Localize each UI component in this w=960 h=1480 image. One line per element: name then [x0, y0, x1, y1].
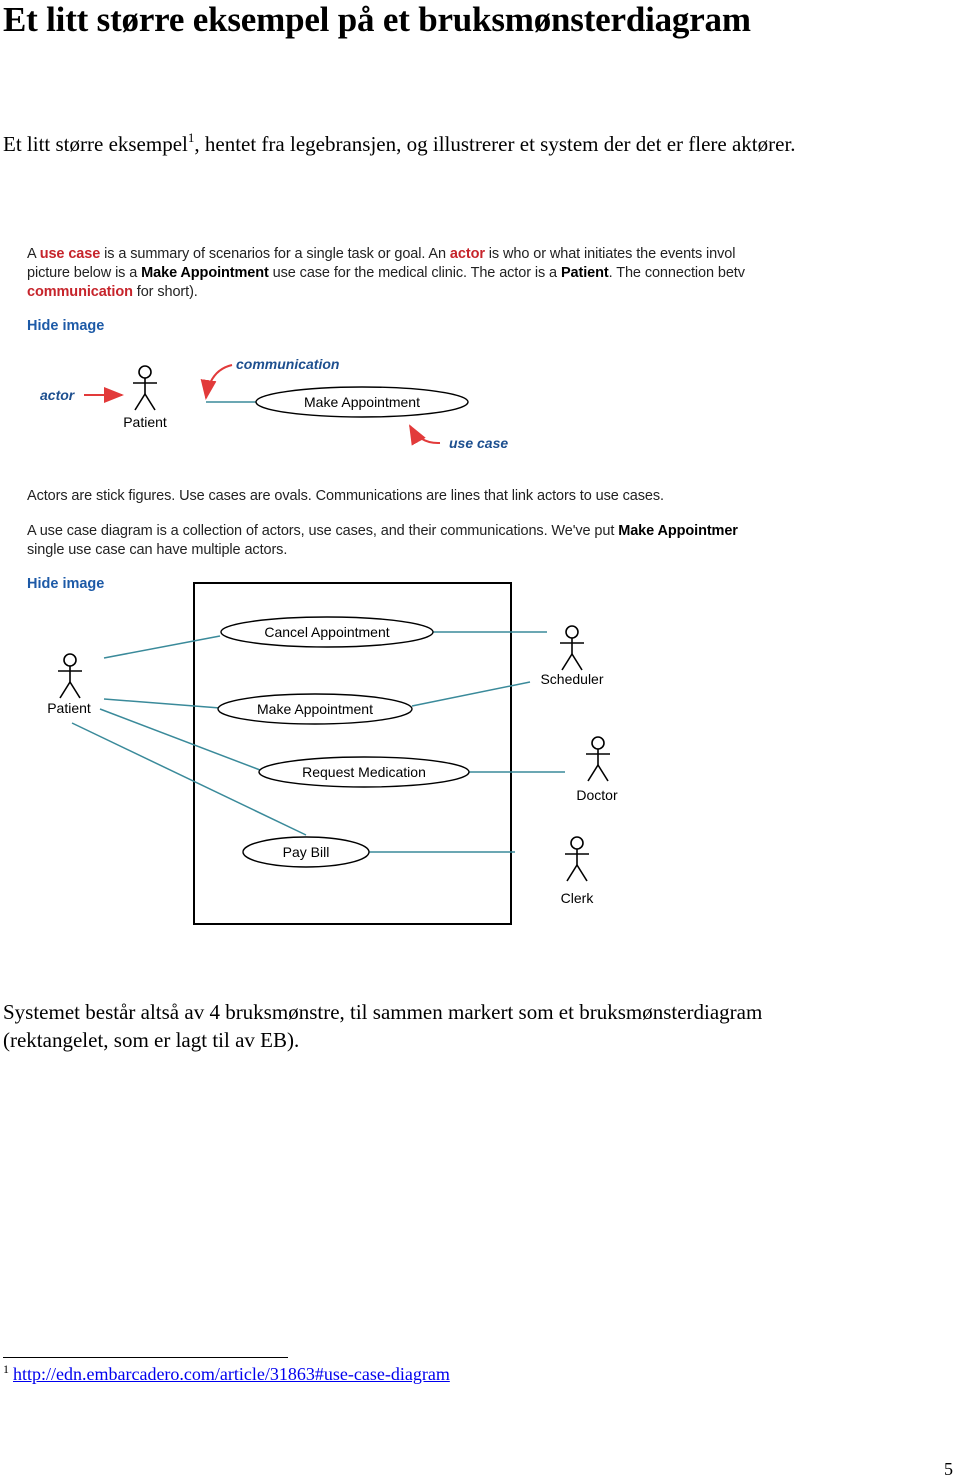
- embedded-web-screenshot: A use case is a summary of scenarios for…: [0, 232, 810, 937]
- request-medication-label: Request Medication: [302, 764, 426, 780]
- make-appointment-oval-2: [217, 693, 413, 725]
- patient-actor-label-2: Patient: [47, 700, 91, 716]
- footnote-ref[interactable]: 1: [187, 130, 195, 145]
- patient-actor-figure-2: [58, 653, 82, 699]
- simple-use-case-figure: actor Patient communication Make Appoint…: [40, 356, 508, 451]
- make-appointment-oval-label: Make Appointment: [304, 394, 420, 410]
- shot-paragraph-2: Actors are stick figures. Use cases are …: [27, 488, 664, 504]
- communication-callout-arrow: [200, 364, 233, 400]
- patient-actor-label: Patient: [123, 414, 167, 430]
- scheduler-actor-label: Scheduler: [540, 671, 603, 687]
- doctor-actor-label: Doctor: [576, 787, 618, 803]
- shot-paragraph-3-line-2: single use case can have multiple actors…: [27, 542, 288, 558]
- pay-bill-oval: [242, 836, 370, 868]
- system-boundary-rectangle: [193, 582, 512, 925]
- make-appointment-oval: [255, 386, 469, 418]
- cancel-appointment-oval: [220, 616, 434, 648]
- use-case-callout-arrow: [409, 424, 441, 446]
- clerk-actor-figure: [565, 836, 589, 882]
- patient-actor-figure: [133, 365, 157, 411]
- use-case-callout-label: use case: [449, 435, 508, 451]
- shot-paragraph-1-line-1: A use case is a summary of scenarios for…: [27, 246, 736, 262]
- doctor-actor-figure: [586, 736, 610, 782]
- request-medication-oval: [258, 756, 470, 788]
- footnote-separator: [3, 1357, 288, 1358]
- hide-image-link[interactable]: Hide image: [27, 318, 105, 334]
- summary-paragraph-line-1: Systemet består altså av 4 bruksmønstre,…: [3, 1000, 763, 1024]
- communication-lines: [71, 631, 565, 853]
- shot-paragraph-3-line-1: A use case diagram is a collection of ac…: [27, 523, 738, 539]
- scheduler-actor-figure: [560, 625, 584, 671]
- shot-paragraph-1-line-3: communication for short).: [27, 284, 198, 300]
- pay-bill-label: Pay Bill: [283, 844, 330, 860]
- footnote: 1 http://edn.embarcadero.com/article/3186…: [3, 1362, 450, 1385]
- intro-paragraph: Et litt større eksempel1, hentet fra leg…: [3, 130, 796, 156]
- page-title: Et litt større eksempel på et bruksmønst…: [3, 0, 751, 39]
- page-number: 5: [944, 1459, 953, 1479]
- cancel-appointment-label: Cancel Appointment: [264, 624, 389, 640]
- summary-paragraph-line-2: (rektangelet, som er lagt til av EB).: [3, 1028, 300, 1052]
- make-appointment-label-2: Make Appointment: [257, 701, 373, 717]
- hide-image-link-2[interactable]: Hide image: [27, 576, 105, 592]
- footnote-link[interactable]: http://edn.embarcadero.com/article/31863…: [13, 1364, 450, 1384]
- shot-paragraph-1-line-2: picture below is a Make Appointment use …: [27, 265, 745, 281]
- clerk-actor-label: Clerk: [561, 890, 595, 906]
- use-case-diagram: Cancel Appointment Make Appointment Requ…: [47, 582, 618, 925]
- actor-callout-label: actor: [40, 387, 76, 403]
- communication-callout-label: communication: [236, 356, 339, 372]
- footnote-number: 1: [3, 1362, 9, 1376]
